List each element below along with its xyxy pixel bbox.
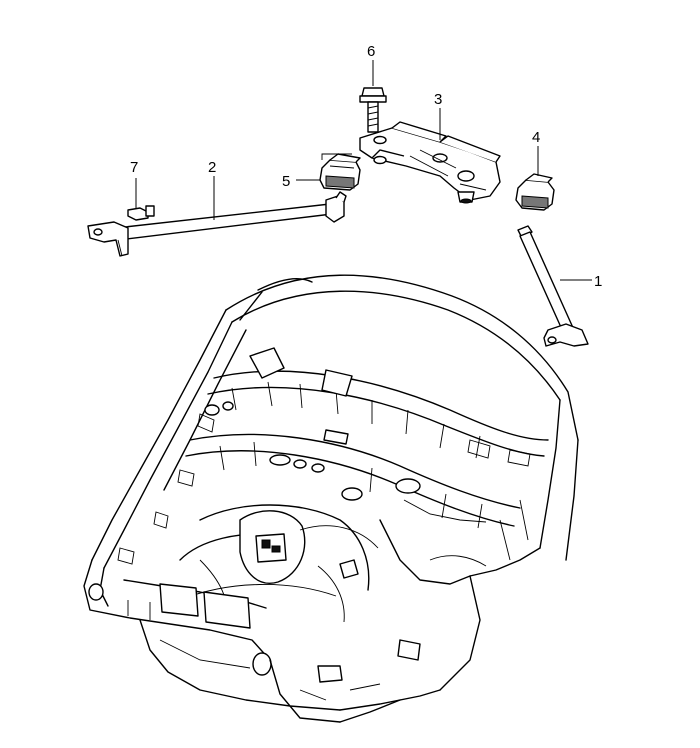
part-5-rubber-mount[interactable] [319, 153, 361, 191]
part-2-strut-bar[interactable] [87, 191, 347, 257]
part-1-strut-bar[interactable] [517, 225, 589, 347]
callout-7: 7 [130, 159, 138, 176]
part-4-rubber-mount[interactable] [515, 173, 555, 211]
callout-6: 6 [367, 43, 375, 60]
callout-4: 4 [532, 129, 540, 146]
part-7-bolt[interactable] [127, 205, 155, 221]
callout-3: 3 [434, 91, 442, 108]
callout-1: 1 [594, 273, 602, 290]
part-3-mount-bracket[interactable] [359, 121, 501, 204]
callout-5: 5 [282, 173, 290, 190]
part-6-bolt[interactable] [359, 87, 387, 133]
callout-2: 2 [208, 159, 216, 176]
front-body-structure [83, 274, 579, 723]
